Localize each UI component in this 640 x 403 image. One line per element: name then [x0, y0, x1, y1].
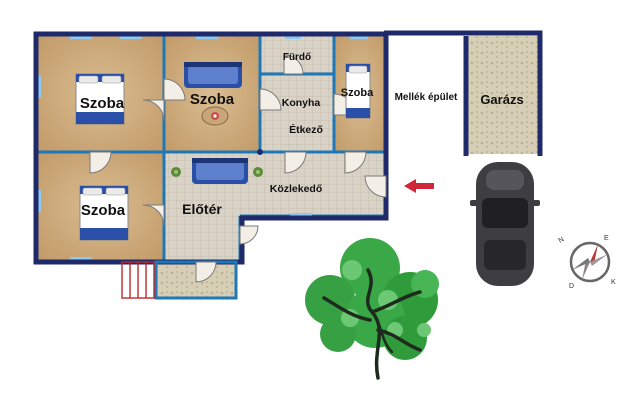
compass-east-label: E — [604, 235, 609, 242]
sofa-icon — [184, 62, 242, 88]
compass-icon — [569, 241, 611, 283]
room-label-outbuilding: Mellék épület — [395, 92, 458, 103]
door-arc — [344, 151, 367, 174]
door-arc — [239, 225, 259, 245]
room-label-bedroom-bottom-left: Szoba — [81, 202, 126, 219]
room-label-bedroom-top-left: Szoba — [80, 95, 125, 112]
bed-icon — [75, 73, 125, 125]
room-label-kitchen: Konyha — [282, 97, 321, 109]
wall-junction — [257, 149, 263, 155]
room-label-garage: Garázs — [480, 92, 523, 107]
outer-walls — [33, 31, 389, 265]
floor-garage — [466, 36, 538, 154]
floor-entrance — [164, 216, 240, 260]
door-arc — [195, 261, 217, 283]
room-label-bedroom-small: Szoba — [341, 87, 374, 99]
coffee-table-icon — [201, 106, 229, 126]
plant-icon — [253, 167, 263, 177]
room-label-bedroom-top-middle: Szoba — [190, 91, 235, 108]
sofa-icon — [192, 158, 248, 184]
doors — [89, 54, 387, 283]
door-arc — [284, 151, 307, 174]
door-arc — [142, 204, 165, 227]
bed-icon — [79, 185, 129, 241]
door-arc — [283, 54, 304, 75]
room-label-corridor: Közlekedő — [270, 183, 323, 195]
room-label-dining: Étkező — [289, 123, 323, 136]
door-arc — [163, 78, 186, 101]
door-arc — [259, 88, 282, 111]
door-arc — [364, 175, 387, 198]
floor-kitchen — [260, 74, 334, 152]
compass-north-label: N — [558, 236, 566, 245]
entrance-arrow-icon — [404, 179, 434, 193]
bed-icon — [345, 63, 371, 119]
plant-icon — [171, 167, 181, 177]
tree-icon — [305, 238, 439, 380]
stairs — [121, 261, 155, 299]
compass-south-label: D — [569, 283, 574, 290]
car-icon — [470, 162, 540, 286]
room-label-bathroom: Fürdő — [283, 52, 311, 63]
room-label-entrance: Előtér — [182, 201, 222, 217]
door-arc — [89, 151, 112, 174]
door-arc — [142, 99, 165, 122]
compass-west-label: K — [611, 279, 616, 286]
